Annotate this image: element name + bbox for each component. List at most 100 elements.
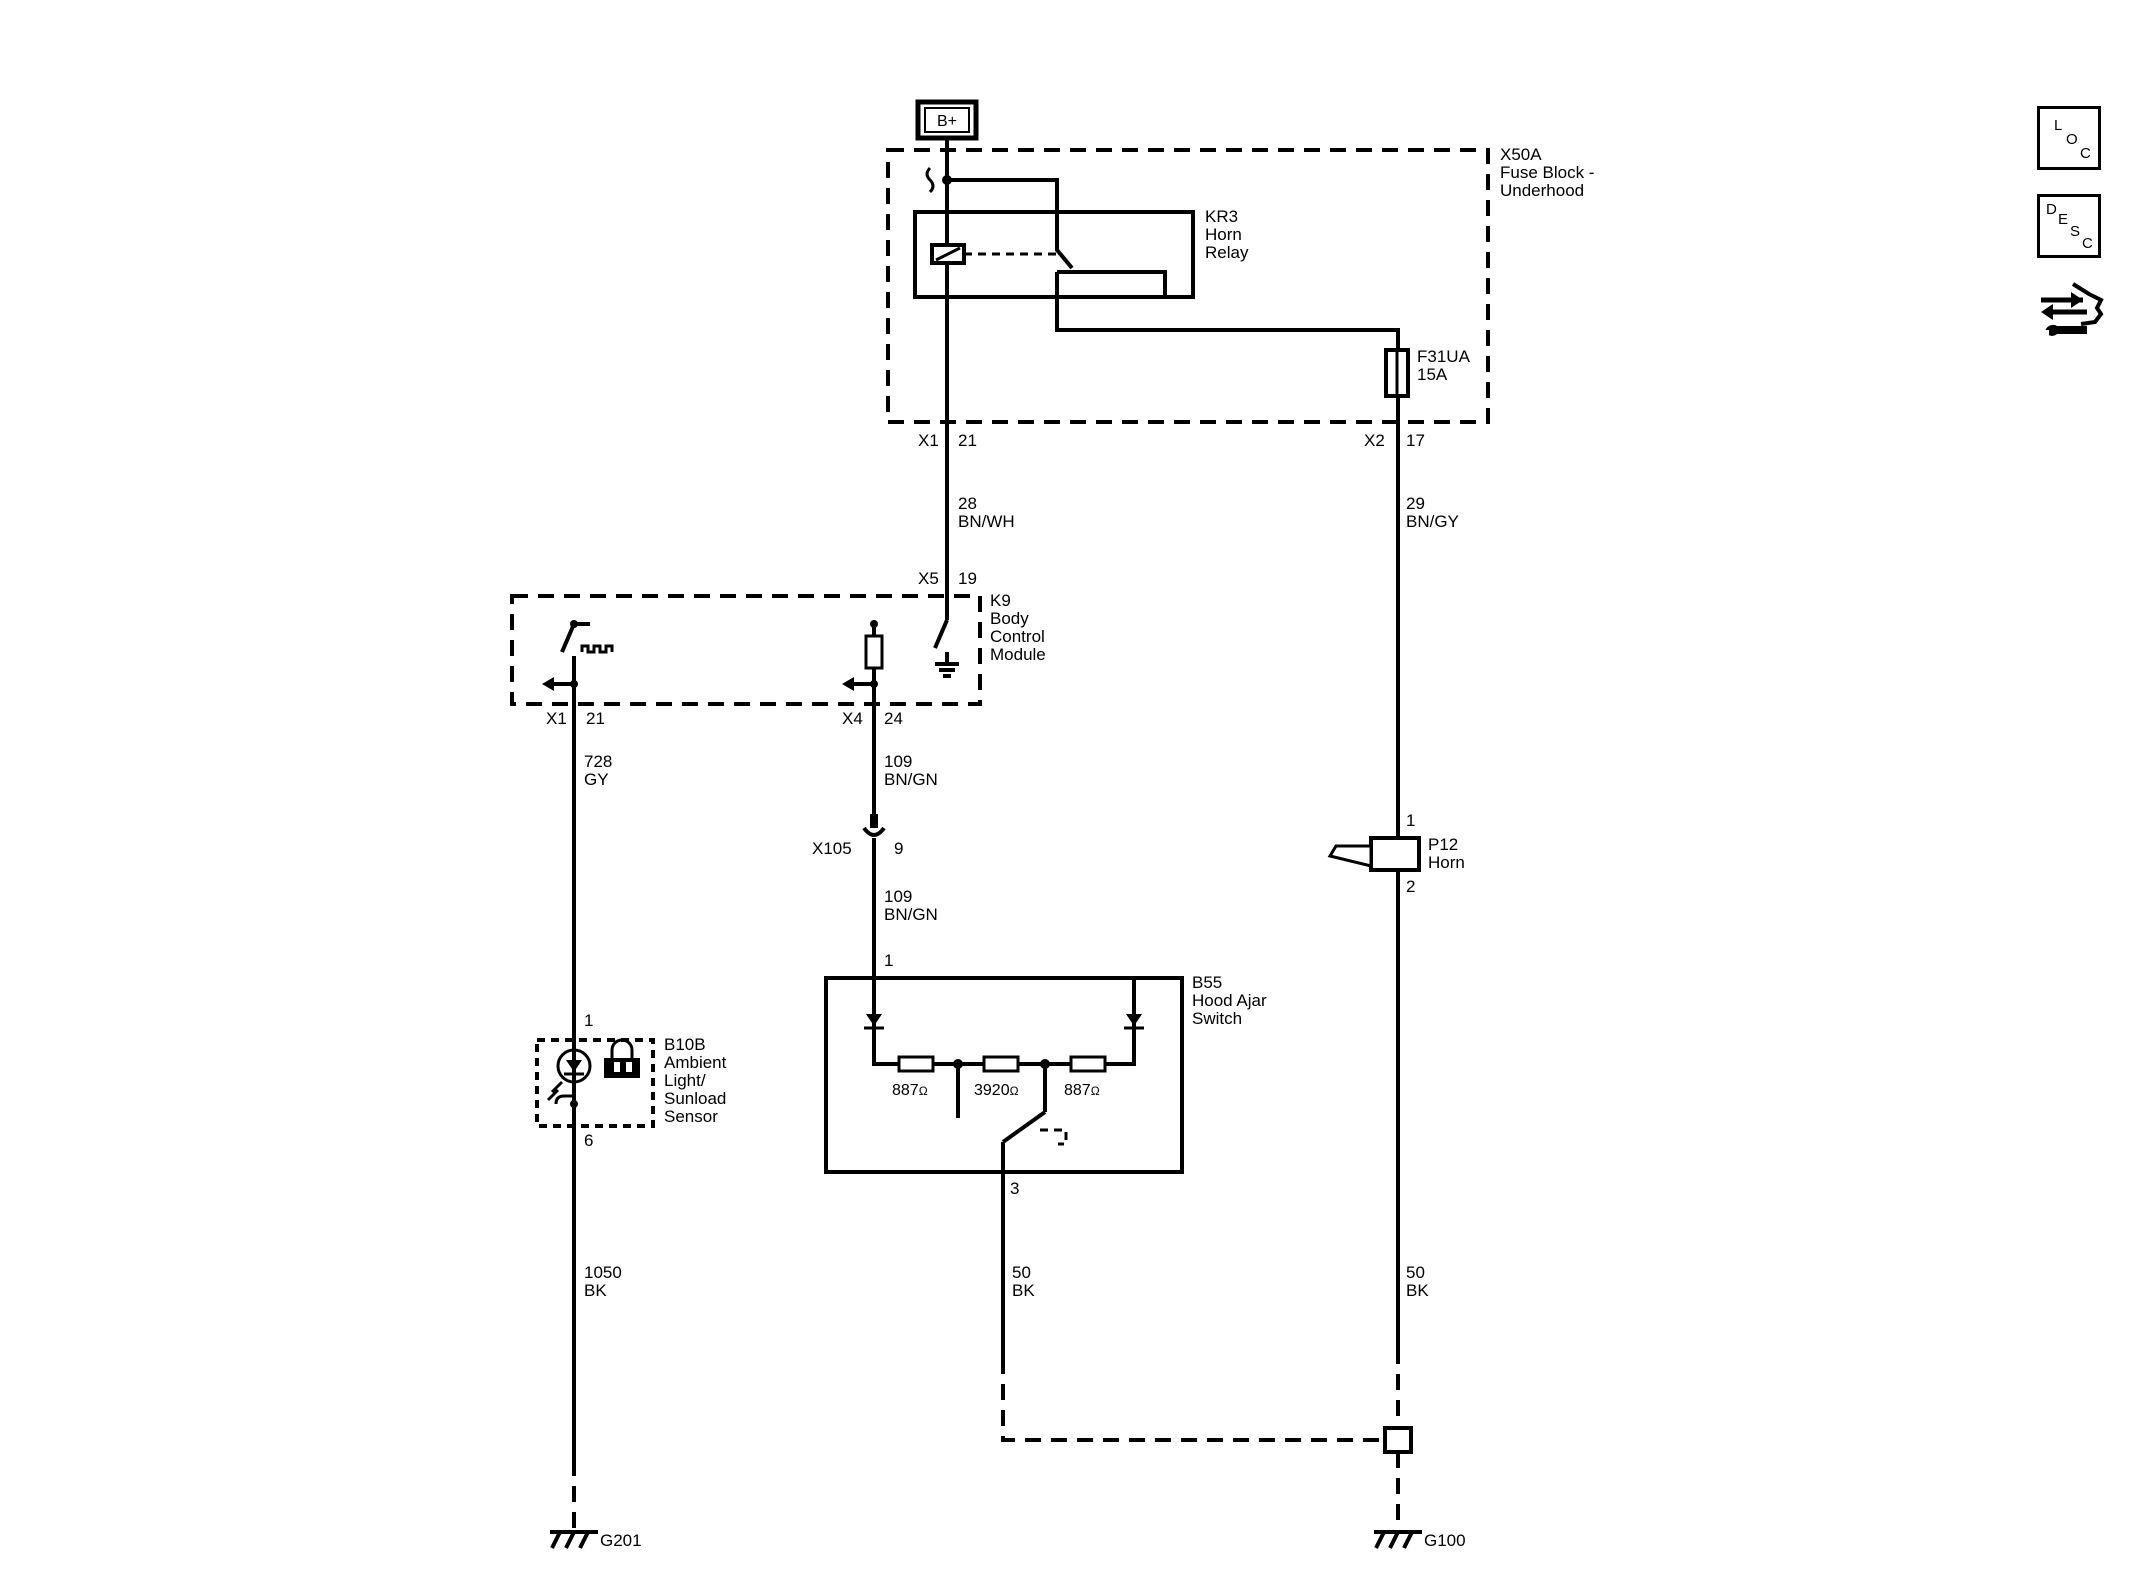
horn-relay-box [913,210,1195,299]
horn-body [1369,836,1421,872]
location-view-button[interactable]: L O C [2037,106,2101,170]
wire-728-circuit: 728 [584,752,612,771]
power-label: B+ [937,113,957,130]
b55-pin-in: 1 [884,951,893,970]
horn-pin-top: 1 [1406,811,1415,830]
wire-50b-color: BK [1406,1281,1429,1300]
b55-switch-linkage [1040,1128,1068,1146]
b55-pin-out: 3 [1010,1179,1019,1198]
wire-29-color: BN/GY [1406,512,1459,531]
sensor-name: B10B [664,1035,706,1054]
wire-1050-color: BK [584,1281,607,1300]
loc-letter-l: L [2054,117,2063,134]
ground-g100-icon [1374,1530,1422,1549]
bcm-x4-pin: 24 [884,709,903,728]
b55-r1: 887Ω [892,1082,928,1099]
bcm-left-arrow [542,677,554,691]
splice-g100 [1383,1426,1413,1454]
wire-109b-circuit: 109 [884,887,912,906]
desc-letter-c: C [2082,235,2093,252]
wire-109a-color: BN/GN [884,770,938,789]
x105-name: X105 [812,839,852,858]
sensor-desc3: Sunload [664,1089,726,1108]
x105-pin [870,814,878,828]
b55-r3: 887Ω [1064,1082,1100,1099]
fuse-rating: 15A [1417,365,1448,384]
b55-desc1: Hood Ajar [1192,991,1267,1010]
bcm-x5-pin: 19 [958,569,977,588]
wire-50-switch-dashed [1001,1358,1385,1442]
wire-50a-circuit: 50 [1012,1263,1031,1282]
wire-50a-color: BK [1012,1281,1035,1300]
loc-letter-c: C [2080,145,2091,162]
b55-resistor-3 [1069,1055,1107,1073]
sensor-desc1: Ambient [664,1053,727,1072]
sensor-desc4: Sensor [664,1107,718,1126]
bcm-desc3: Module [990,645,1046,664]
wire-28-circuit: 28 [958,494,977,513]
b55-r2: 3920Ω [974,1082,1019,1099]
x105-connector [862,826,886,837]
relay-desc2: Relay [1205,243,1249,262]
wire-728-color: GY [584,770,609,789]
bcm-mid-arrow [842,677,854,691]
horn-trumpet-icon [1327,844,1373,868]
bcm-outline [510,594,982,706]
wire-109b-color: BN/GN [884,905,938,924]
b55-diode-right [1126,1014,1142,1026]
b55-name: B55 [1192,973,1222,992]
fuse-name: F31UA [1417,347,1471,366]
pulse-symbol [580,644,614,654]
description-view-button[interactable]: D E S C [2037,194,2101,258]
bcm-x4-conn: X4 [842,709,863,728]
wire-50b-circuit: 50 [1406,1263,1425,1282]
horn-pin-bottom: 2 [1406,877,1415,896]
bcm-signal-switch [560,623,576,653]
sensor-outline [535,1038,655,1128]
desc-letter-e: E [2058,211,2069,228]
fuse-block-outline [886,148,1490,424]
relay-switch-feed [947,178,1074,270]
diagnostic-tools-button[interactable] [2037,280,2107,350]
bcm-desc1: Body [990,609,1029,628]
b55-resistor-1 [897,1055,935,1073]
fb-x2-conn: X2 [1364,431,1385,450]
bcm-x1-pin: 21 [586,709,605,728]
sensor-desc2: Light/ [664,1071,706,1090]
sensor-pin-top: 1 [584,1011,593,1030]
desc-letter-d: D [2046,201,2057,218]
x105-pin-num: 9 [894,839,903,858]
bcm-pullup-resistor [864,634,884,670]
relay-desc1: Horn [1205,225,1242,244]
horn-name: P12 [1428,835,1458,854]
desc-letter-s: S [2070,223,2081,240]
relay-to-fuse [1055,272,1400,350]
wire-109a-circuit: 109 [884,752,912,771]
relay-name: KR3 [1205,207,1238,226]
fuse-block-desc1: Fuse Block - [1500,163,1594,182]
wire-28-color: BN/WH [958,512,1015,531]
bcm-x5-conn: X5 [918,569,939,588]
b55-switch-contact [1001,1110,1047,1144]
b55-resistor-2 [982,1055,1020,1073]
battery-positive-terminal: B+ [915,99,979,141]
bus-bar-symbol [925,166,935,194]
b55-desc2: Switch [1192,1009,1242,1028]
bcm-horn-switch [933,619,949,649]
bcm-desc2: Control [990,627,1045,646]
wire-1050-circuit: 1050 [584,1263,622,1282]
loc-letter-o: O [2066,131,2078,148]
ground-g100-label: G100 [1424,1531,1466,1550]
sensor-lock-icon [604,1058,640,1078]
connector-wrench-icon [2041,282,2104,340]
horn-desc: Horn [1428,853,1465,872]
fuse-block-desc2: Underhood [1500,181,1584,200]
bcm-name: K9 [990,591,1011,610]
ground-g201-icon [550,1530,598,1549]
b55-diode-left [866,1014,882,1026]
ground-g201-label: G201 [600,1531,642,1550]
bcm-x1-conn: X1 [546,709,567,728]
fb-x1-conn: X1 [918,431,939,450]
wire-29-circuit: 29 [1406,494,1425,513]
